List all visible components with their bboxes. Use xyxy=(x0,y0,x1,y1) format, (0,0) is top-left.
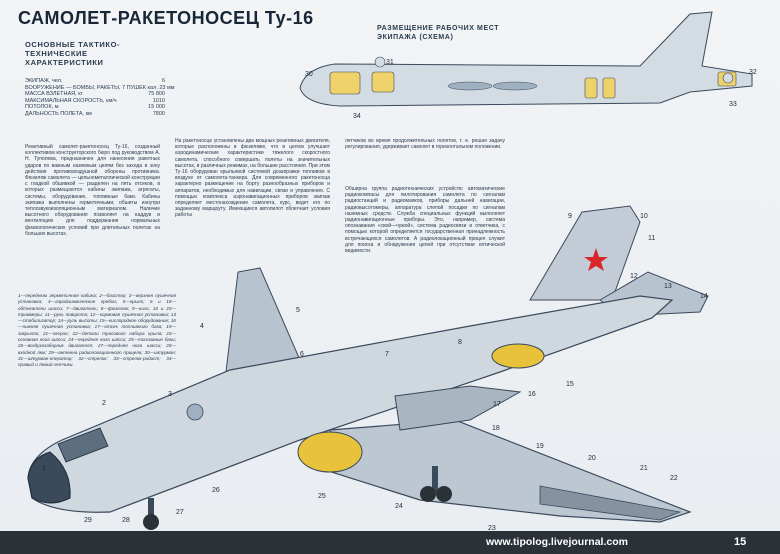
callout-4: 4 xyxy=(200,323,204,330)
text-column-1: Реактивный самолет-ракетоносец Ту-16, со… xyxy=(25,144,160,237)
specs-heading: ОСНОВНЫЕ ТАКТИКО-ТЕХНИЧЕСКИЕ ХАРАКТЕРИСТ… xyxy=(25,40,121,67)
callout-14: 14 xyxy=(700,293,708,300)
text-column-3b: Обширна группа радиотехнических устройст… xyxy=(345,186,505,255)
spec-value: 75 800 xyxy=(148,91,165,98)
callout-30: 30 xyxy=(305,71,313,78)
callout-15: 15 xyxy=(566,381,574,388)
callout-28: 28 xyxy=(122,517,130,524)
callout-21: 21 xyxy=(640,465,648,472)
callout-27: 27 xyxy=(176,509,184,516)
callout-11: 11 xyxy=(648,235,655,242)
callout-18: 18 xyxy=(492,425,500,432)
callout-3: 3 xyxy=(168,391,172,398)
page-number: 15 xyxy=(734,536,747,548)
callout-12: 12 xyxy=(630,273,638,280)
crew-schematic xyxy=(299,11,753,107)
spec-value: 15 000 xyxy=(148,104,165,111)
callout-6: 6 xyxy=(300,351,304,358)
specs-table: ЭКИПАЖ, чел. 6 ВООРУЖЕНИЕ — БОМБЫ, РАКЕТЫ… xyxy=(25,78,175,118)
spec-label: МАКСИМАЛЬНАЯ СКОРОСТЬ, км/ч xyxy=(25,97,117,104)
text-column-3a: летчиков во время продолжительных полето… xyxy=(345,138,505,151)
callout-25: 25 xyxy=(318,493,326,500)
callout-13: 13 xyxy=(664,283,672,290)
callout-labels: 1 2 3 4 5 6 7 8 9 10 11 12 13 14 15 16 1… xyxy=(42,59,757,532)
spec-label: ЭКИПАЖ, чел. xyxy=(25,78,63,84)
callout-24: 24 xyxy=(395,503,403,510)
callout-26: 26 xyxy=(212,487,220,494)
spec-row: ДАЛЬНОСТЬ ПОЛЕТА, км 7800 xyxy=(25,111,165,118)
red-star-icon xyxy=(584,248,608,271)
callout-22: 22 xyxy=(670,475,678,482)
spec-value: 6 xyxy=(161,78,165,84)
spec-label: ВООРУЖЕНИЕ — БОМБЫ, РАКЕТЫ, 7 ПУШЕК кал.… xyxy=(25,84,175,91)
spec-label: МАССА ВЗЛЕТНАЯ, кг xyxy=(25,91,83,98)
callout-34: 34 xyxy=(353,113,361,120)
parts-legend: 1—переднюю герметичная кабина; 2—блистер… xyxy=(18,293,176,368)
callout-31: 31 xyxy=(386,59,394,66)
crew-layout-heading: РАЗМЕЩЕНИЕ РАБОЧИХ МЕСТ ЭКИПАЖА (СХЕМА) xyxy=(377,25,500,41)
spec-row: ВООРУЖЕНИЕ — БОМБЫ, РАКЕТЫ, 7 ПУШЕК кал.… xyxy=(25,85,175,92)
spec-label: ДАЛЬНОСТЬ ПОЛЕТА, км xyxy=(25,110,92,117)
spec-value: 1010 xyxy=(152,97,165,104)
footer-url: www.tipolog.livejournal.com xyxy=(486,536,628,548)
callout-19: 19 xyxy=(536,443,544,450)
callout-33: 33 xyxy=(729,101,737,108)
callout-17: 17 xyxy=(493,401,501,408)
cutaway-aircraft xyxy=(27,205,709,530)
callout-1: 1 xyxy=(42,465,46,472)
spec-row: МАКСИМАЛЬНАЯ СКОРОСТЬ, км/ч 1010 xyxy=(25,98,165,105)
spec-value: 7800 xyxy=(152,110,165,117)
callout-23: 23 xyxy=(488,525,496,532)
callout-5: 5 xyxy=(296,307,300,314)
spec-row: МАССА ВЗЛЕТНАЯ, кг 75 800 xyxy=(25,91,165,98)
callout-10: 10 xyxy=(640,213,648,220)
page-title: САМОЛЕТ-РАКЕТОНОСЕЦ Ту-16 xyxy=(18,8,314,28)
spec-row: ЭКИПАЖ, чел. 6 xyxy=(25,78,165,85)
text-column-2: На ракетоносце установлены два мощных ре… xyxy=(175,138,330,219)
spec-row: ПОТОЛОК, м 15 000 xyxy=(25,104,165,111)
callout-9: 9 xyxy=(568,213,572,220)
callout-2: 2 xyxy=(102,400,106,407)
spec-label: ПОТОЛОК, м xyxy=(25,104,59,111)
callout-7: 7 xyxy=(385,351,389,358)
footer-bar xyxy=(0,531,780,554)
callout-20: 20 xyxy=(588,455,596,462)
callout-29: 29 xyxy=(84,517,92,524)
callout-16: 16 xyxy=(528,391,536,398)
callout-8: 8 xyxy=(458,339,462,346)
callout-32: 32 xyxy=(749,69,757,76)
